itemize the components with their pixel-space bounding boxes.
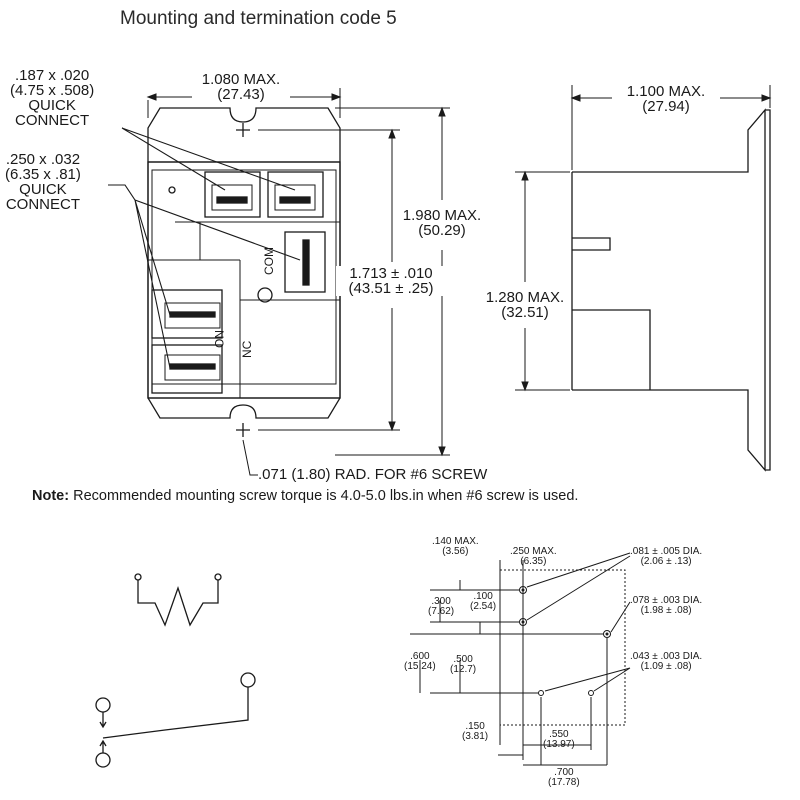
d300-line1: .300 [431, 596, 451, 607]
com-terminal [284, 231, 326, 293]
height-dim-line2: (32.51) [501, 304, 549, 321]
hole-spacing-label: 1.713 ± .010 (43.51 ± .25) [336, 266, 446, 296]
pcb-d043: .043 ± .003 DIA.(1.09 ± .08) [630, 652, 702, 672]
qc-large-line2: (6.35 x .81) [5, 166, 81, 183]
pcb-d300: .300(7.62) [428, 597, 454, 617]
note-text: Recommended mounting screw torque is 4.0… [69, 488, 579, 504]
width-dim-line1: 1.080 MAX. [201, 71, 281, 88]
d600-line1: .600 [410, 651, 430, 662]
nc-label: NC [240, 340, 254, 358]
qc-small-line3: QUICK [28, 97, 76, 114]
pcb-d078: .078 ± .003 DIA.(1.98 ± .08) [630, 596, 702, 616]
depth-dim-line1: 1.100 MAX. [626, 83, 706, 100]
com-label: COM [262, 247, 276, 275]
qc-large-line4: CONNECT [5, 196, 81, 213]
no-terminal [151, 289, 223, 339]
qc-small-line2: (4.75 x .508) [10, 82, 95, 99]
coil-symbol [134, 573, 222, 627]
front-view-body [147, 107, 341, 419]
nc-terminal [151, 344, 223, 394]
pcb-d550: .550(13.97) [543, 730, 575, 750]
pcb-d500: .500(12.7) [450, 655, 476, 675]
pcb-d600: .600(15.24) [404, 652, 436, 672]
leader-lines-qc [108, 127, 301, 369]
d100-line2: (2.54) [470, 601, 497, 612]
d600-line2: (15.24) [404, 661, 436, 672]
note-label: Note: [32, 488, 70, 504]
hole-spacing-line1: 1.713 ± .010 [349, 265, 433, 282]
mounting-hole-bottom [236, 423, 250, 437]
height-max-line1: 1.980 MAX. [402, 207, 482, 224]
qc-small-line1: .187 x .020 [14, 67, 90, 84]
qc-large-line1: .250 x .032 [5, 151, 81, 168]
height-max-label: 1.980 MAX. (50.29) [390, 208, 494, 238]
side-view-body [571, 108, 771, 472]
drawing-title: Mounting and termination code 5 [120, 8, 397, 29]
d550-line1: .550 [549, 729, 569, 740]
d043-line2: (1.09 ± .08) [640, 661, 692, 672]
hole-spacing-line2: (43.51 ± .25) [348, 280, 434, 297]
d500-line1: .500 [453, 654, 473, 665]
height-dimension [258, 106, 450, 457]
coil-post [257, 287, 273, 303]
d150-line1: .150 [465, 721, 485, 732]
qc-large-label: .250 x .032 (6.35 x .81) QUICK CONNECT [5, 152, 81, 212]
d250-line1: .250 MAX. [510, 546, 557, 557]
pcb-layout [410, 552, 631, 766]
d078-line1: .078 ± .003 DIA. [630, 595, 703, 606]
pcb-d100: .100(2.54) [470, 592, 496, 612]
qc-terminal-1 [204, 171, 261, 218]
depth-dim-line2: (27.94) [642, 98, 690, 115]
d140-line1: .140 MAX. [432, 536, 479, 547]
depth-dim-label: 1.100 MAX. (27.94) [612, 84, 720, 114]
d250-line2: (6.35) [520, 556, 547, 567]
d150-line2: (3.81) [462, 731, 489, 742]
d700-line1: .700 [554, 767, 574, 778]
d081-line1: .081 ± .005 DIA. [630, 546, 703, 557]
pcb-d150: .150(3.81) [462, 722, 488, 742]
d500-line2: (12.7) [450, 664, 477, 675]
no-label: NO [212, 330, 226, 348]
d700-line2: (17.78) [548, 777, 580, 788]
contact-symbol [95, 672, 256, 768]
d081-line2: (2.06 ± .13) [640, 556, 692, 567]
qc-small-label: .187 x .020 (4.75 x .508) QUICK CONNECT [10, 68, 94, 128]
qc-large-line3: QUICK [19, 181, 67, 198]
pcb-d700: .700(17.78) [548, 768, 580, 788]
width-dimension [146, 88, 342, 118]
pcb-d250: .250 MAX.(6.35) [510, 547, 557, 567]
indicator-hole [168, 186, 176, 194]
d550-line2: (13.97) [543, 739, 575, 750]
pcb-d140: .140 MAX.(3.56) [432, 537, 479, 557]
side-view-dimensions [515, 85, 772, 392]
qc-terminal-2 [267, 171, 324, 218]
mounting-hole-top [236, 123, 250, 137]
torque-note: Note: Recommended mounting screw torque … [32, 488, 578, 504]
height-dim-label: 1.280 MAX. (32.51) [470, 290, 580, 320]
width-dim-label: 1.080 MAX. (27.43) [192, 72, 290, 102]
d300-line2: (7.62) [428, 606, 455, 617]
height-dim-line1: 1.280 MAX. [485, 289, 565, 306]
mount-hole-leader [242, 439, 258, 476]
height-max-line2: (50.29) [418, 222, 466, 239]
mount-hole-note: .071 (1.80) RAD. FOR #6 SCREW [258, 466, 488, 483]
d140-line2: (3.56) [442, 546, 469, 557]
qc-small-line4: CONNECT [15, 112, 90, 129]
d043-line1: .043 ± .003 DIA. [630, 651, 703, 662]
width-dim-line2: (27.43) [217, 86, 265, 103]
d100-line1: .100 [473, 591, 493, 602]
pcb-d081: .081 ± .005 DIA.(2.06 ± .13) [630, 547, 702, 567]
d078-line2: (1.98 ± .08) [640, 605, 692, 616]
